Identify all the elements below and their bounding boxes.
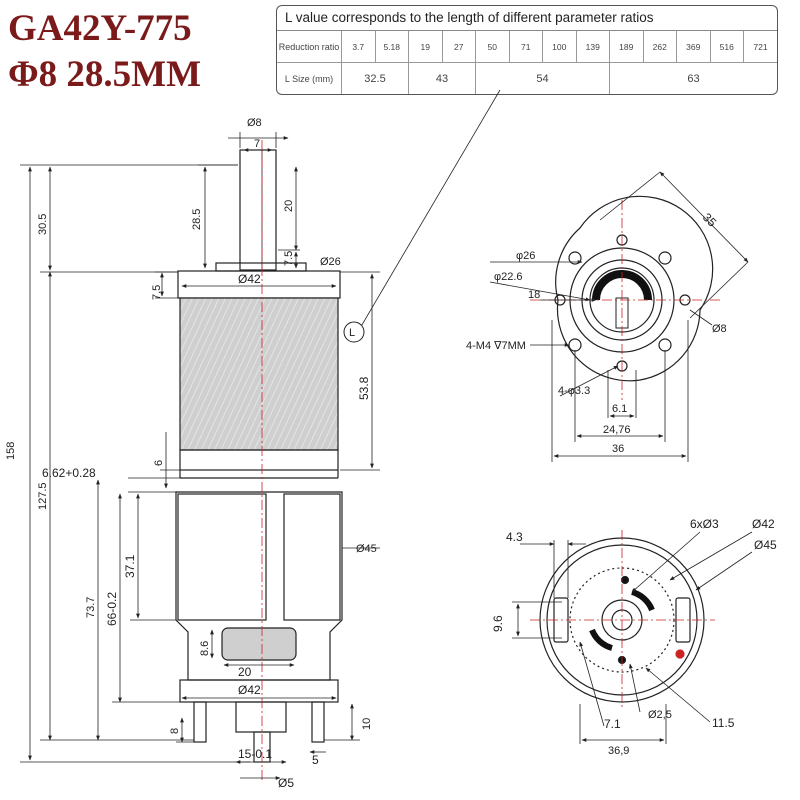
ratio-size-table: L value corresponds to the length of dif… [276, 5, 778, 95]
side-dimensions [20, 89, 501, 780]
ratio-cell: 19 [408, 31, 443, 63]
dim-24-76: 24,76 [603, 424, 631, 436]
dim-shoulder: 7.5 [283, 251, 295, 266]
model-name: GA42Y-775 [8, 8, 192, 49]
dim-overall: 158 [5, 442, 17, 460]
product-title: GA42Y-775 Φ8 28.5MM [8, 6, 270, 98]
dim-rear-45: Ø45 [754, 538, 777, 552]
size-cell: 54 [475, 62, 610, 94]
ratio-row-label: Reduction ratio [277, 31, 342, 63]
dim-gear-len: 53.8 [357, 376, 371, 400]
dim-end-shaft-dia: Ø5 [278, 776, 294, 790]
bearing-housing [221, 627, 297, 661]
dim-offset: 6.62+0.28 [42, 466, 96, 480]
l-marker: L [349, 327, 355, 339]
dim-phi26: φ26 [516, 250, 535, 262]
dim-motor-body: 127.5 [37, 482, 49, 510]
dim-terminal: 8 [169, 728, 181, 734]
dim-flat: 7 [254, 138, 260, 150]
size-row-label: L Size (mm) [277, 62, 342, 94]
rear-view [530, 530, 715, 710]
dim-flange: 7.5 [151, 285, 163, 300]
rear-dimensions [512, 531, 753, 744]
dim-bearing: 8.6 [199, 641, 211, 656]
dim-motor-dia: Ø45 [356, 543, 377, 555]
dim-boss-dia: Ø26 [320, 256, 341, 268]
dim-36: 36 [612, 443, 624, 455]
ratio-cell: 139 [576, 31, 610, 63]
output-shaft [239, 149, 277, 271]
dim-shaft-len: 28.5 [191, 209, 203, 230]
size-cell: 63 [609, 62, 777, 94]
terminal-right [311, 701, 325, 743]
ratio-cell: 27 [442, 31, 476, 63]
dim-flat-len: 20 [283, 200, 295, 212]
dim-9-6: 9.6 [491, 615, 505, 632]
dim-motor-len: 73.7 [85, 597, 97, 618]
dim-6-holes: 6xØ3 [690, 517, 719, 531]
terminal-left [193, 701, 207, 743]
motor-window-right [283, 493, 341, 621]
dimension-labels: Ø8 7 28.5 20 7.5 30.5 Ø26 Ø42 7.5 53.8 L… [5, 117, 777, 790]
dim-bearing-w: 20 [238, 665, 252, 679]
dim-gap: 6 [153, 460, 165, 466]
dim-7-1: 7.1 [604, 717, 621, 731]
dim-end-shaft: 15-0.1 [238, 747, 272, 761]
dim-end-dia: Ø42 [238, 683, 261, 697]
dim-phi8: Ø8 [712, 323, 727, 335]
side-view [175, 140, 343, 780]
end-bearing [235, 701, 287, 733]
ratio-cell: 100 [542, 31, 577, 63]
front-view [530, 195, 720, 400]
ratio-cell: 516 [710, 31, 744, 63]
dim-rear-42: Ø42 [752, 517, 775, 531]
dim-terminal-w: 5 [312, 753, 319, 767]
dim-phi22: φ22.6 [494, 271, 523, 283]
gear-flange [555, 195, 714, 382]
dim-terminal-len: 10 [361, 718, 373, 730]
ratio-cell: 721 [753, 41, 768, 52]
dim-holes: 4-φ3.3 [558, 385, 590, 397]
dim-6-1: 6.1 [612, 403, 627, 415]
dim-36-9: 36,9 [608, 745, 629, 757]
size-cell: 43 [408, 62, 476, 94]
dim-35: 35 [700, 210, 720, 230]
dim-threads: 4-M4 ∇7MM [466, 340, 526, 352]
dim-11-5: 11.5 [712, 716, 735, 730]
dim-18: 18 [528, 289, 540, 301]
ratio-cell: 50 [475, 31, 510, 63]
gearbox-body [179, 297, 339, 451]
dim-4-3: 4.3 [506, 530, 523, 544]
table-caption: L value corresponds to the length of dif… [277, 6, 777, 31]
ratio-cell: 262 [643, 31, 677, 63]
dim-shaft-dia: Ø8 [247, 117, 262, 129]
front-dimensions [489, 171, 749, 462]
dim-gear-dia: Ø42 [238, 272, 261, 286]
ratio-cell: 369 [676, 31, 711, 63]
ratio-cell: 3.7 [341, 31, 376, 63]
ratio-cell: 71 [509, 31, 543, 63]
motor-window-left [177, 493, 267, 621]
shaft-spec: Φ8 28.5MM [8, 54, 202, 95]
ratio-cell: 5.18 [375, 31, 409, 63]
dim-window: 37.1 [123, 554, 137, 578]
size-cell: 32.5 [341, 62, 409, 94]
terminal-marker [675, 649, 685, 659]
dim-motor-len2: 66-0.2 [105, 592, 119, 626]
ratio-cell: 189 [609, 31, 644, 63]
dim-2-5: Ø2,5 [648, 709, 672, 721]
gearbox-ring [179, 449, 339, 471]
dim-total-top: 30.5 [37, 214, 49, 235]
